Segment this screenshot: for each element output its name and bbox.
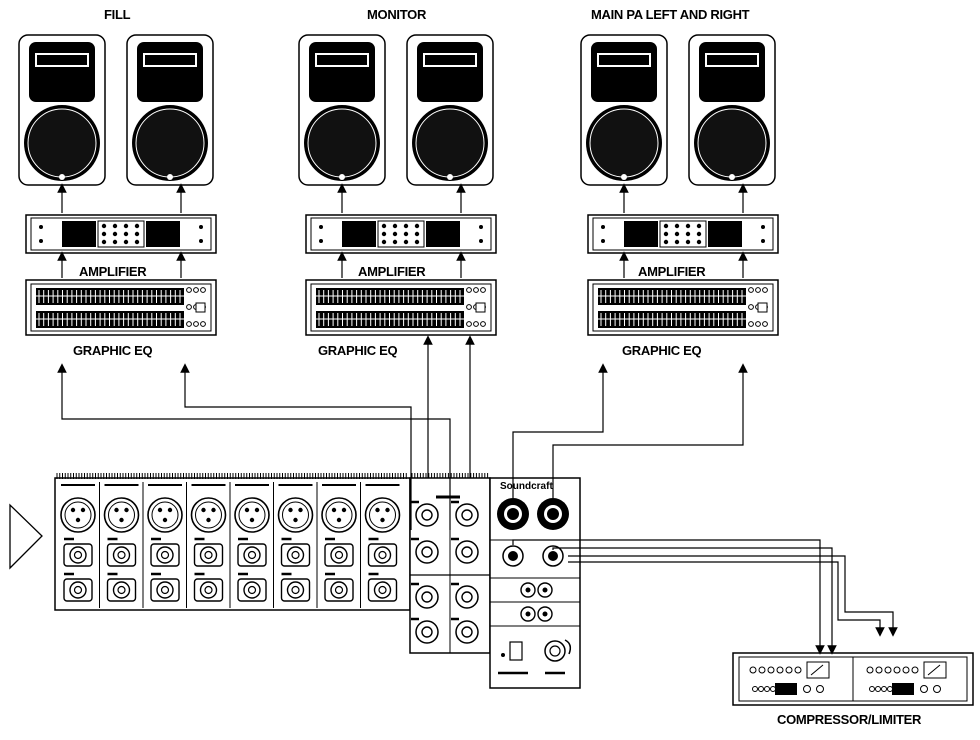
main-amplifier-label: AMPLIFIER	[638, 264, 706, 279]
monitor-speaker-right	[406, 34, 494, 186]
fill-amplifier	[25, 214, 217, 254]
main-speaker-right	[688, 34, 776, 186]
fill-speaker-left	[18, 34, 106, 186]
mixer-master-section: Soundcraft	[489, 477, 581, 689]
monitor-graphic-eq	[305, 279, 497, 336]
monitor-eq-label: GRAPHIC EQ	[318, 343, 398, 358]
mixer-channel-6	[273, 482, 314, 608]
fill-connection-arrows	[57, 183, 186, 278]
fill-amplifier-label: AMPLIFIER	[79, 264, 147, 279]
compressor-limiter	[732, 652, 974, 706]
signal-cables	[57, 335, 898, 655]
fill-speaker-right	[126, 34, 214, 186]
compressor-label: COMPRESSOR/LIMITER	[777, 712, 922, 727]
main-graphic-eq	[587, 279, 779, 336]
mixer-channel-5	[229, 482, 270, 608]
mixer-channel-2	[99, 482, 140, 608]
main-connection-arrows	[619, 183, 748, 278]
monitor-connection-arrows	[337, 183, 466, 278]
mixer-channel-1	[60, 484, 96, 602]
main-speaker-left	[580, 34, 668, 186]
fill-eq-label: GRAPHIC EQ	[73, 343, 153, 358]
monitor-amplifier-label: AMPLIFIER	[358, 264, 426, 279]
fill-graphic-eq	[25, 279, 217, 336]
monitor-title: MONITOR	[367, 7, 427, 22]
main-pa-title: MAIN PA LEFT AND RIGHT	[591, 7, 750, 22]
monitor-speaker-left	[298, 34, 386, 186]
main-amplifier	[587, 214, 779, 254]
mixer-channel-7	[316, 482, 357, 608]
main-eq-label: GRAPHIC EQ	[622, 343, 702, 358]
mixer-channel-4	[186, 482, 227, 608]
signal-input-triangle	[9, 503, 43, 570]
mixer-brand-logo: Soundcraft	[500, 481, 553, 492]
fill-title: FILL	[104, 7, 131, 22]
mixer-channel-8	[360, 482, 401, 608]
mixer-channel-3	[142, 482, 183, 608]
monitor-amplifier	[305, 214, 497, 254]
